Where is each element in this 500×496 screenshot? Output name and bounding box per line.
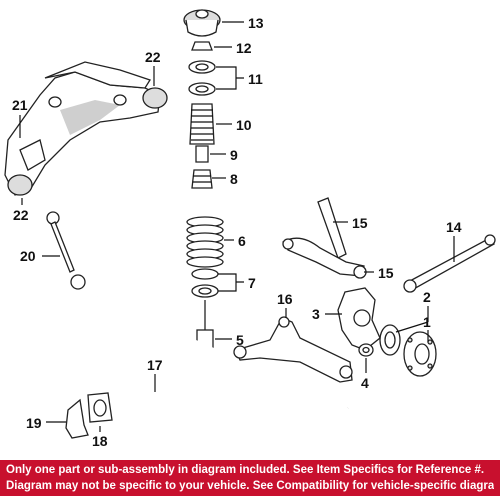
dust-boot-10 xyxy=(189,103,215,145)
knuckle-bushing xyxy=(358,343,374,357)
leader-lines xyxy=(19,21,455,432)
stabilizer-bar xyxy=(96,295,350,440)
stabilizer-link xyxy=(46,211,86,290)
lower-control-arm xyxy=(233,316,353,383)
callout-9: 9 xyxy=(230,147,238,163)
stabilizer-bushing xyxy=(87,392,113,423)
callout-15-lower: 15 xyxy=(378,265,394,281)
callouts: 13 12 11 10 9 8 6 7 5 22 21 22 20 17 18 … xyxy=(12,15,462,449)
callout-7: 7 xyxy=(248,275,256,291)
callout-15-upper: 15 xyxy=(352,215,368,231)
callout-22-top: 22 xyxy=(145,49,161,65)
callout-14: 14 xyxy=(446,219,462,235)
callout-21: 21 xyxy=(12,97,28,113)
coil-spring xyxy=(186,216,224,268)
spring-seats-7 xyxy=(191,268,219,298)
insulators-11 xyxy=(188,60,216,96)
disclaimer-line-1: Only one part or sub-assembly in diagram… xyxy=(6,464,485,476)
callout-8: 8 xyxy=(230,171,238,187)
callout-5: 5 xyxy=(236,332,244,348)
callout-6: 6 xyxy=(238,233,246,249)
knuckle xyxy=(337,287,381,351)
toe-link xyxy=(403,234,496,293)
trailing-link-upper xyxy=(317,197,347,259)
callout-20: 20 xyxy=(20,248,36,264)
bump-stop-8 xyxy=(191,169,213,189)
callout-18: 18 xyxy=(92,433,108,449)
parts-diagram: 13 12 11 10 9 8 6 7 5 22 21 22 20 17 18 … xyxy=(4,9,496,449)
callout-3: 3 xyxy=(312,306,320,322)
callout-22-bottom: 22 xyxy=(13,207,29,223)
nut-12 xyxy=(191,41,213,51)
callout-19: 19 xyxy=(26,415,42,431)
callout-17: 17 xyxy=(147,357,163,373)
callout-13: 13 xyxy=(248,15,264,31)
rear-subframe xyxy=(4,61,168,196)
callout-2: 2 xyxy=(423,289,431,305)
wheel-bearing xyxy=(379,324,401,356)
bumper-9 xyxy=(195,145,209,163)
strut-mount xyxy=(183,9,221,37)
callout-10: 10 xyxy=(236,117,252,133)
upper-control-arm xyxy=(282,237,367,279)
disclaimer-banner: Only one part or sub-assembly in diagram… xyxy=(0,460,500,496)
callout-16: 16 xyxy=(277,291,293,307)
callout-12: 12 xyxy=(236,40,252,56)
bushing-bracket xyxy=(65,398,89,439)
callout-11: 11 xyxy=(248,71,263,87)
wheel-hub xyxy=(403,331,437,377)
disclaimer-line-2: Diagram may not be specific to your vehi… xyxy=(6,480,494,492)
callout-1: 1 xyxy=(423,314,431,330)
callout-4: 4 xyxy=(361,375,369,391)
